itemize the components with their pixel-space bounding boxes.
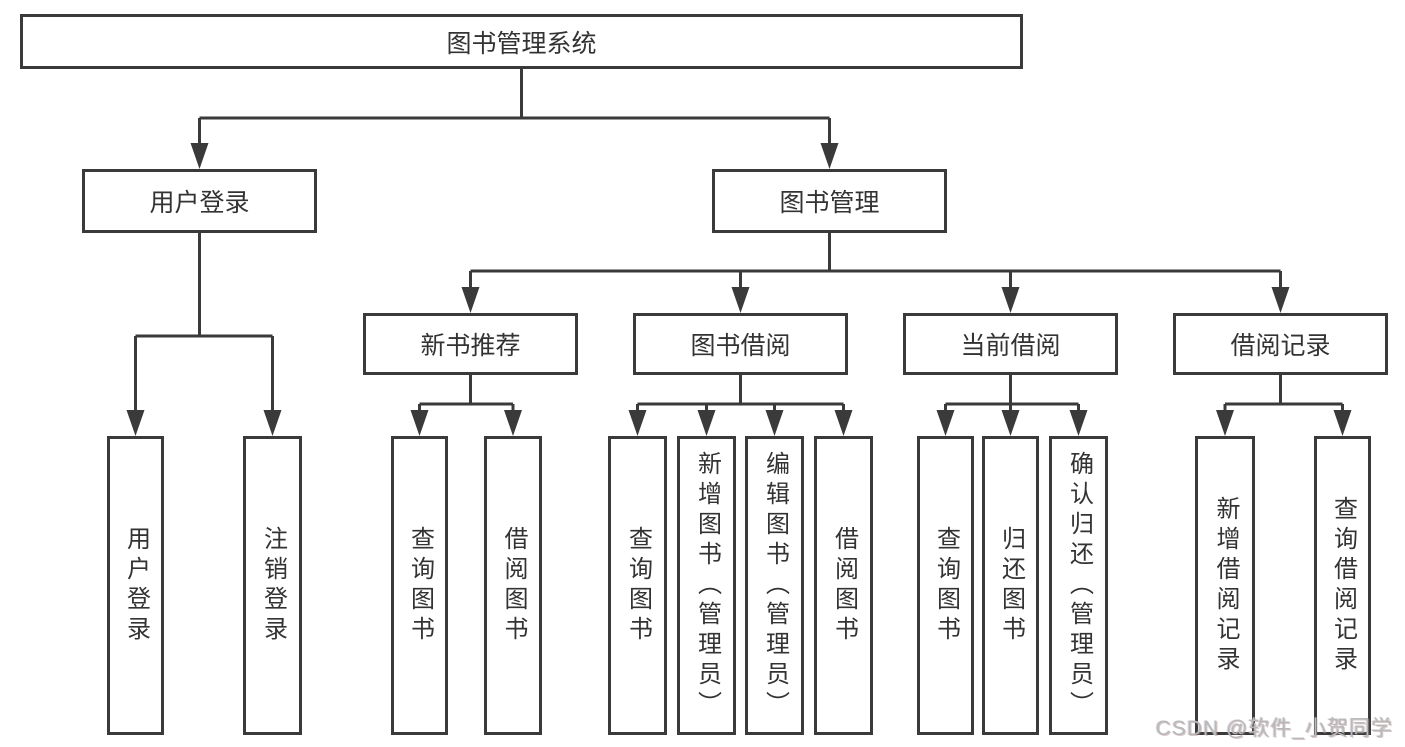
leaf-add-borrow-record-label: 新增借阅记录 bbox=[1212, 495, 1239, 676]
node-book-borrow-label: 图书借阅 bbox=[690, 332, 791, 360]
leaf-borrow-books-2: 借阅图书 bbox=[814, 436, 873, 735]
connector-borrow-records-children bbox=[1216, 375, 1352, 436]
leaf-return-books-label: 归还图书 bbox=[997, 525, 1025, 646]
leaf-add-borrow-record: 新增借阅记录 bbox=[1195, 436, 1255, 735]
leaf-logout-label: 注销登录 bbox=[259, 525, 287, 646]
node-new-book-recommend: 新书推荐 bbox=[363, 313, 578, 375]
node-root: 图书管理系统 bbox=[20, 14, 1023, 69]
node-borrow-records: 借阅记录 bbox=[1173, 313, 1388, 375]
leaf-query-books-borrow-label: 查询图书 bbox=[624, 525, 652, 646]
node-user-login: 用户登录 bbox=[82, 169, 317, 233]
node-root-label: 图书管理系统 bbox=[446, 29, 597, 58]
leaf-edit-book-admin: 编辑图书（管理员） bbox=[745, 436, 804, 735]
connector-new-book-children bbox=[410, 375, 522, 436]
leaf-add-book-admin-label: 新增图书（管理员） bbox=[693, 450, 721, 721]
leaf-confirm-return-admin-label: 确认归还（管理员） bbox=[1065, 450, 1093, 721]
leaf-user-login-label: 用户登录 bbox=[122, 525, 150, 646]
leaf-query-books-current: 查询图书 bbox=[917, 436, 974, 735]
node-current-borrow: 当前借阅 bbox=[903, 313, 1118, 375]
leaf-borrow-books-recommend-label: 借阅图书 bbox=[500, 525, 527, 646]
leaf-borrow-books-2-label: 借阅图书 bbox=[830, 525, 858, 646]
node-book-management: 图书管理 bbox=[712, 169, 947, 233]
connector-book-management-sections bbox=[461, 233, 1290, 313]
leaf-edit-book-admin-label: 编辑图书（管理员） bbox=[761, 450, 789, 721]
leaf-user-login: 用户登录 bbox=[107, 436, 164, 735]
connector-current-borrow-children bbox=[936, 375, 1088, 436]
node-book-management-label: 图书管理 bbox=[779, 189, 880, 217]
node-current-borrow-label: 当前借阅 bbox=[960, 332, 1061, 360]
node-borrow-records-label: 借阅记录 bbox=[1230, 332, 1331, 360]
csdn-watermark: CSDN @软件_小贺同学 bbox=[1155, 717, 1393, 740]
node-book-borrow: 图书借阅 bbox=[633, 313, 848, 375]
node-user-login-label: 用户登录 bbox=[149, 189, 250, 217]
connector-root-to-level2 bbox=[190, 68, 839, 169]
connector-user-login-children bbox=[126, 233, 282, 436]
leaf-logout: 注销登录 bbox=[243, 436, 302, 735]
leaf-query-borrow-record-label: 查询借阅记录 bbox=[1329, 495, 1357, 676]
leaf-query-books-current-label: 查询图书 bbox=[932, 525, 960, 646]
leaf-query-books-borrow: 查询图书 bbox=[608, 436, 667, 735]
leaf-query-books-recommend-label: 查询图书 bbox=[406, 525, 434, 646]
leaf-borrow-books-recommend: 借阅图书 bbox=[484, 436, 542, 735]
leaf-add-book-admin: 新增图书（管理员） bbox=[677, 436, 736, 735]
leaf-confirm-return-admin: 确认归还（管理员） bbox=[1049, 436, 1108, 735]
connector-book-borrow-children bbox=[628, 375, 853, 436]
leaf-query-books-recommend: 查询图书 bbox=[391, 436, 448, 735]
node-new-book-recommend-label: 新书推荐 bbox=[420, 332, 521, 360]
leaf-return-books: 归还图书 bbox=[982, 436, 1039, 735]
leaf-query-borrow-record: 查询借阅记录 bbox=[1314, 436, 1371, 735]
